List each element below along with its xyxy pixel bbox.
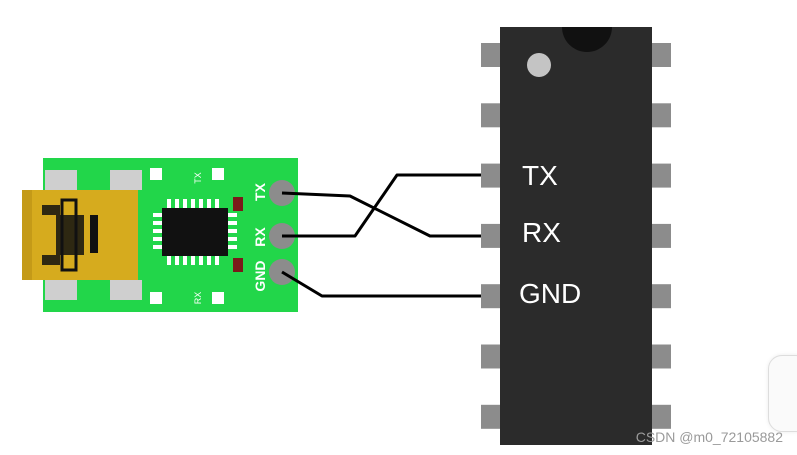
chip-pin bbox=[175, 256, 179, 265]
chip-pin bbox=[207, 199, 211, 208]
ic-right-pin bbox=[651, 103, 671, 128]
chip-pin bbox=[207, 256, 211, 265]
ic-left-pin bbox=[481, 404, 501, 429]
mount-pad bbox=[45, 170, 77, 190]
rx-led-label: RX bbox=[193, 292, 203, 305]
pin1-marker bbox=[527, 53, 551, 77]
chip-pin bbox=[167, 199, 171, 208]
chip-pin bbox=[228, 237, 237, 241]
wire-rx-to-tx bbox=[282, 173, 500, 238]
watermark: CSDN @m0_72105882 bbox=[635, 429, 783, 445]
chip-pin bbox=[228, 213, 237, 217]
ic-left-pin bbox=[481, 163, 501, 188]
ic-notch bbox=[562, 27, 612, 52]
ic-pin-label-tx: TX bbox=[522, 160, 558, 191]
usb-serial-board: TX RX TX RX GND bbox=[22, 158, 298, 312]
usb-uart-chip bbox=[153, 199, 237, 265]
chip-pin bbox=[228, 245, 237, 249]
ic-right-pin bbox=[651, 344, 671, 369]
tx-led-label: TX bbox=[193, 172, 203, 184]
chip-pin bbox=[153, 237, 162, 241]
ic-right-pin bbox=[651, 163, 671, 188]
chip-pin bbox=[228, 221, 237, 225]
chip-pin bbox=[153, 245, 162, 249]
smd-led-top bbox=[233, 197, 243, 211]
board-pin-label-tx: TX bbox=[252, 182, 268, 201]
chip-pin bbox=[153, 213, 162, 217]
ic-left-pin bbox=[481, 103, 501, 128]
mount-pad bbox=[110, 280, 142, 300]
chip-pin bbox=[199, 256, 203, 265]
ic-left-pin bbox=[481, 223, 501, 248]
usb-connector bbox=[22, 190, 138, 280]
board-pin-label-rx: RX bbox=[252, 227, 268, 247]
chip-pin bbox=[175, 199, 179, 208]
ic-pin-label-rx: RX bbox=[522, 217, 561, 248]
side-tab bbox=[768, 355, 797, 432]
board-pin-label-gnd: GND bbox=[252, 260, 268, 291]
chip-pin bbox=[228, 229, 237, 233]
ic-left-pin bbox=[481, 344, 501, 369]
ic-body bbox=[500, 27, 652, 445]
smd-led-bottom bbox=[233, 258, 243, 272]
ic-right-pin bbox=[651, 404, 671, 429]
ic-left-pin bbox=[481, 284, 501, 309]
ic-left-pin bbox=[481, 43, 501, 67]
mount-pad bbox=[110, 170, 142, 190]
wires bbox=[281, 173, 500, 298]
chip-pin bbox=[191, 256, 195, 265]
chip-pin bbox=[215, 199, 219, 208]
dip-ic: TX RX GND bbox=[481, 27, 671, 445]
ic-right-pin bbox=[651, 223, 671, 248]
ic-pin-label-gnd: GND bbox=[519, 278, 581, 309]
chip-pin bbox=[153, 229, 162, 233]
chip-pin bbox=[183, 199, 187, 208]
ic-right-pin bbox=[651, 284, 671, 309]
chip-pin bbox=[183, 256, 187, 265]
wire-gnd-to-gnd bbox=[281, 270, 500, 298]
chip-pin bbox=[191, 199, 195, 208]
mount-pad bbox=[45, 280, 77, 300]
wire-tx-to-rx bbox=[281, 191, 500, 238]
chip-pin bbox=[199, 199, 203, 208]
chip-pin bbox=[167, 256, 171, 265]
chip-pin bbox=[215, 256, 219, 265]
ic-right-pin bbox=[651, 43, 671, 67]
chip-pin bbox=[153, 221, 162, 225]
